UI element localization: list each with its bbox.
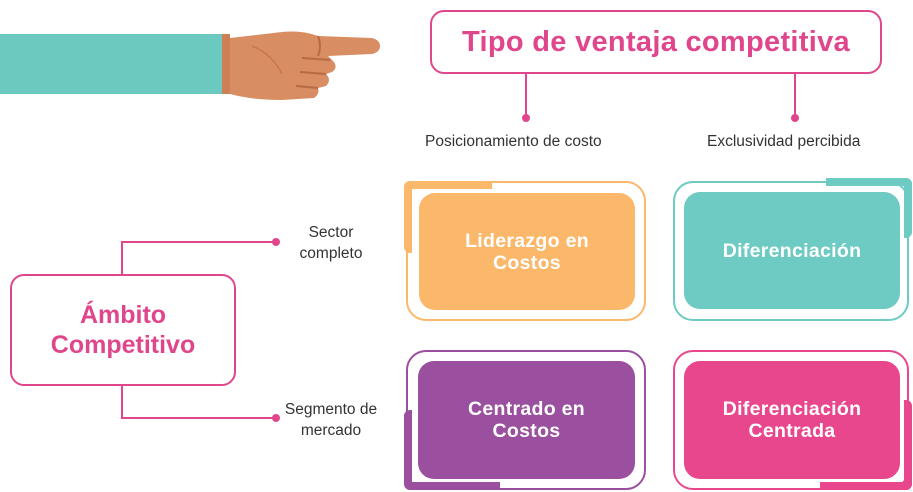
competitive-scope-box: Ámbito Competitivo [10, 274, 236, 386]
diagram-title: Tipo de ventaja competitiva [462, 25, 850, 58]
connector-dot-row-1 [272, 238, 280, 246]
quadrant-differentiation: Diferenciación [684, 192, 900, 309]
connector-dot-column-1 [522, 114, 530, 122]
quadrant-focused-differentiation: Diferenciación Centrada [684, 361, 900, 479]
column-label-cost: Posicionamiento de costo [425, 133, 602, 150]
quadrant-differentiation-label: Diferenciación [722, 239, 862, 262]
column-label-exclusivity: Exclusividad percibida [707, 133, 861, 150]
connector-row-2 [121, 386, 276, 419]
connector-row-1 [121, 241, 276, 274]
quadrant-cost-leadership-label: Liderazgo en Costos [465, 229, 589, 274]
quadrant-accent-top [826, 178, 912, 186]
row-label-market-segment: Segmento de mercado [284, 401, 378, 439]
sleeve [0, 34, 226, 94]
quadrant-cost-focus: Centrado en Costos [418, 361, 635, 479]
connector-dot-column-2 [791, 114, 799, 122]
quadrant-accent-left [404, 410, 412, 488]
quadrant-accent-right [904, 178, 912, 238]
quadrant-cost-focus-label: Centrado en Costos [467, 398, 586, 442]
pointing-hand-icon [222, 31, 380, 100]
competitive-scope-title: Ámbito Competitivo [50, 301, 196, 359]
quadrant-accent-left [404, 181, 412, 253]
connector-dot-row-2 [272, 414, 280, 422]
row-label-whole-sector: Sector completo [299, 224, 363, 262]
quadrant-accent-bottom [820, 482, 912, 490]
competitive-advantage-title-box: Tipo de ventaja competitiva [430, 10, 882, 74]
quadrant-focused-differentiation-label: Diferenciación Centrada [722, 398, 862, 442]
quadrant-accent-bottom [404, 482, 500, 490]
quadrant-accent-right [904, 400, 912, 490]
quadrant-cost-leadership: Liderazgo en Costos [419, 193, 635, 310]
quadrant-accent-top [404, 181, 492, 189]
